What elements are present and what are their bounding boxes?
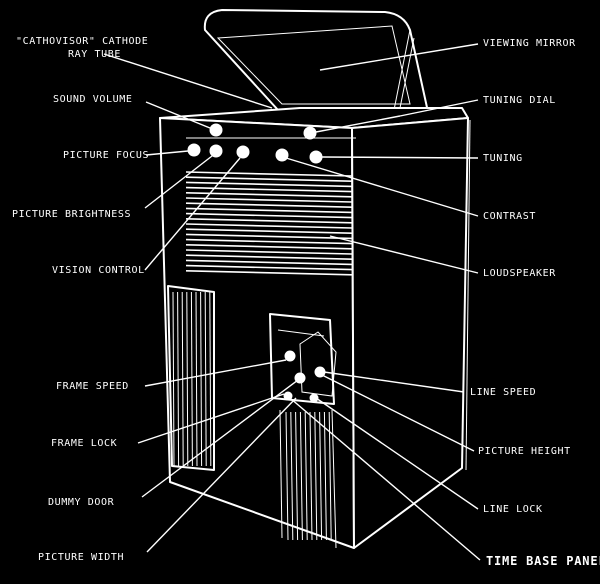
label-picture-brightness: PICTURE BRIGHTNESS xyxy=(12,209,131,220)
hatch-line xyxy=(185,270,353,276)
loudspeaker-grille xyxy=(185,171,353,276)
knob-sound-volume xyxy=(209,123,223,137)
label-cathovisor-line1: "CATHOVISOR" CATHODE xyxy=(16,36,148,47)
hatch-line xyxy=(299,411,303,541)
hatch-line xyxy=(323,411,327,541)
knob-vision-control xyxy=(236,145,250,159)
hatch-line xyxy=(185,197,353,203)
leader-lines xyxy=(103,43,481,561)
label-picture-focus: PICTURE FOCUS xyxy=(63,150,149,161)
hatch-line xyxy=(204,291,207,467)
label-dummy-door: DUMMY DOOR xyxy=(48,497,115,508)
hatch-line xyxy=(185,233,353,240)
label-frame-lock: FRAME LOCK xyxy=(51,438,117,449)
label-line-lock: LINE LOCK xyxy=(483,504,543,515)
hatch-line xyxy=(195,291,198,467)
hatch-line xyxy=(190,291,193,467)
hatch-line xyxy=(185,212,353,219)
hatch-line xyxy=(185,244,353,250)
knob-tuning-dial xyxy=(303,126,317,140)
hatch-line xyxy=(186,291,189,467)
hatch-line xyxy=(209,291,212,467)
hatch-line xyxy=(314,411,318,541)
labels: "CATHOVISOR" CATHODE RAY TUBE SOUND VOLU… xyxy=(12,36,600,568)
hatch-line xyxy=(328,411,332,541)
label-loudspeaker: LOUDSPEAKER xyxy=(483,268,556,279)
hatch-line xyxy=(185,202,353,208)
hatch-line xyxy=(185,207,353,214)
label-frame-speed: FRAME SPEED xyxy=(56,381,129,392)
label-sound-volume: SOUND VOLUME xyxy=(53,94,132,105)
label-picture-height: PICTURE HEIGHT xyxy=(478,446,571,457)
hatch-line xyxy=(185,249,353,255)
hatch-line xyxy=(319,411,323,541)
hatch-line xyxy=(185,176,353,182)
hatch-line xyxy=(172,291,175,467)
hatch-line xyxy=(285,411,289,541)
hatch-line xyxy=(185,218,353,224)
hatch-line xyxy=(185,192,353,198)
label-vision-control: VISION CONTROL xyxy=(52,265,145,276)
hatch-line xyxy=(185,254,353,260)
knob-picture-brightness xyxy=(209,144,223,158)
cabinet-side xyxy=(351,117,469,549)
label-tuning-dial: TUNING DIAL xyxy=(483,95,556,106)
hatch-line xyxy=(185,181,353,188)
label-picture-width: PICTURE WIDTH xyxy=(38,552,124,563)
label-line-speed: LINE SPEED xyxy=(470,387,536,398)
hatch-line xyxy=(185,264,353,271)
hatch-line xyxy=(290,411,294,541)
hatch-line xyxy=(177,291,180,467)
hatch-line xyxy=(185,238,353,245)
hatch-line xyxy=(304,411,308,541)
control-knobs xyxy=(187,123,323,164)
hatch-line xyxy=(185,223,353,229)
hatch-line xyxy=(185,171,353,177)
hatch-line xyxy=(295,411,299,541)
label-cathovisor-line2: RAY TUBE xyxy=(68,49,121,60)
knob-tuning xyxy=(309,150,323,164)
label-time-base-panel: TIME BASE PANEL xyxy=(486,554,600,568)
label-viewing-mirror: VIEWING MIRROR xyxy=(483,38,576,49)
knob-contrast xyxy=(275,148,289,162)
label-contrast: CONTRAST xyxy=(483,211,536,222)
hatch-line xyxy=(200,291,203,467)
hatch-line xyxy=(309,411,313,541)
label-tuning: TUNING xyxy=(483,153,523,164)
hatch-line xyxy=(185,228,353,234)
hatch-line xyxy=(185,259,353,266)
knob-picture-focus xyxy=(187,143,201,157)
viewing-mirror-lid xyxy=(203,9,429,121)
